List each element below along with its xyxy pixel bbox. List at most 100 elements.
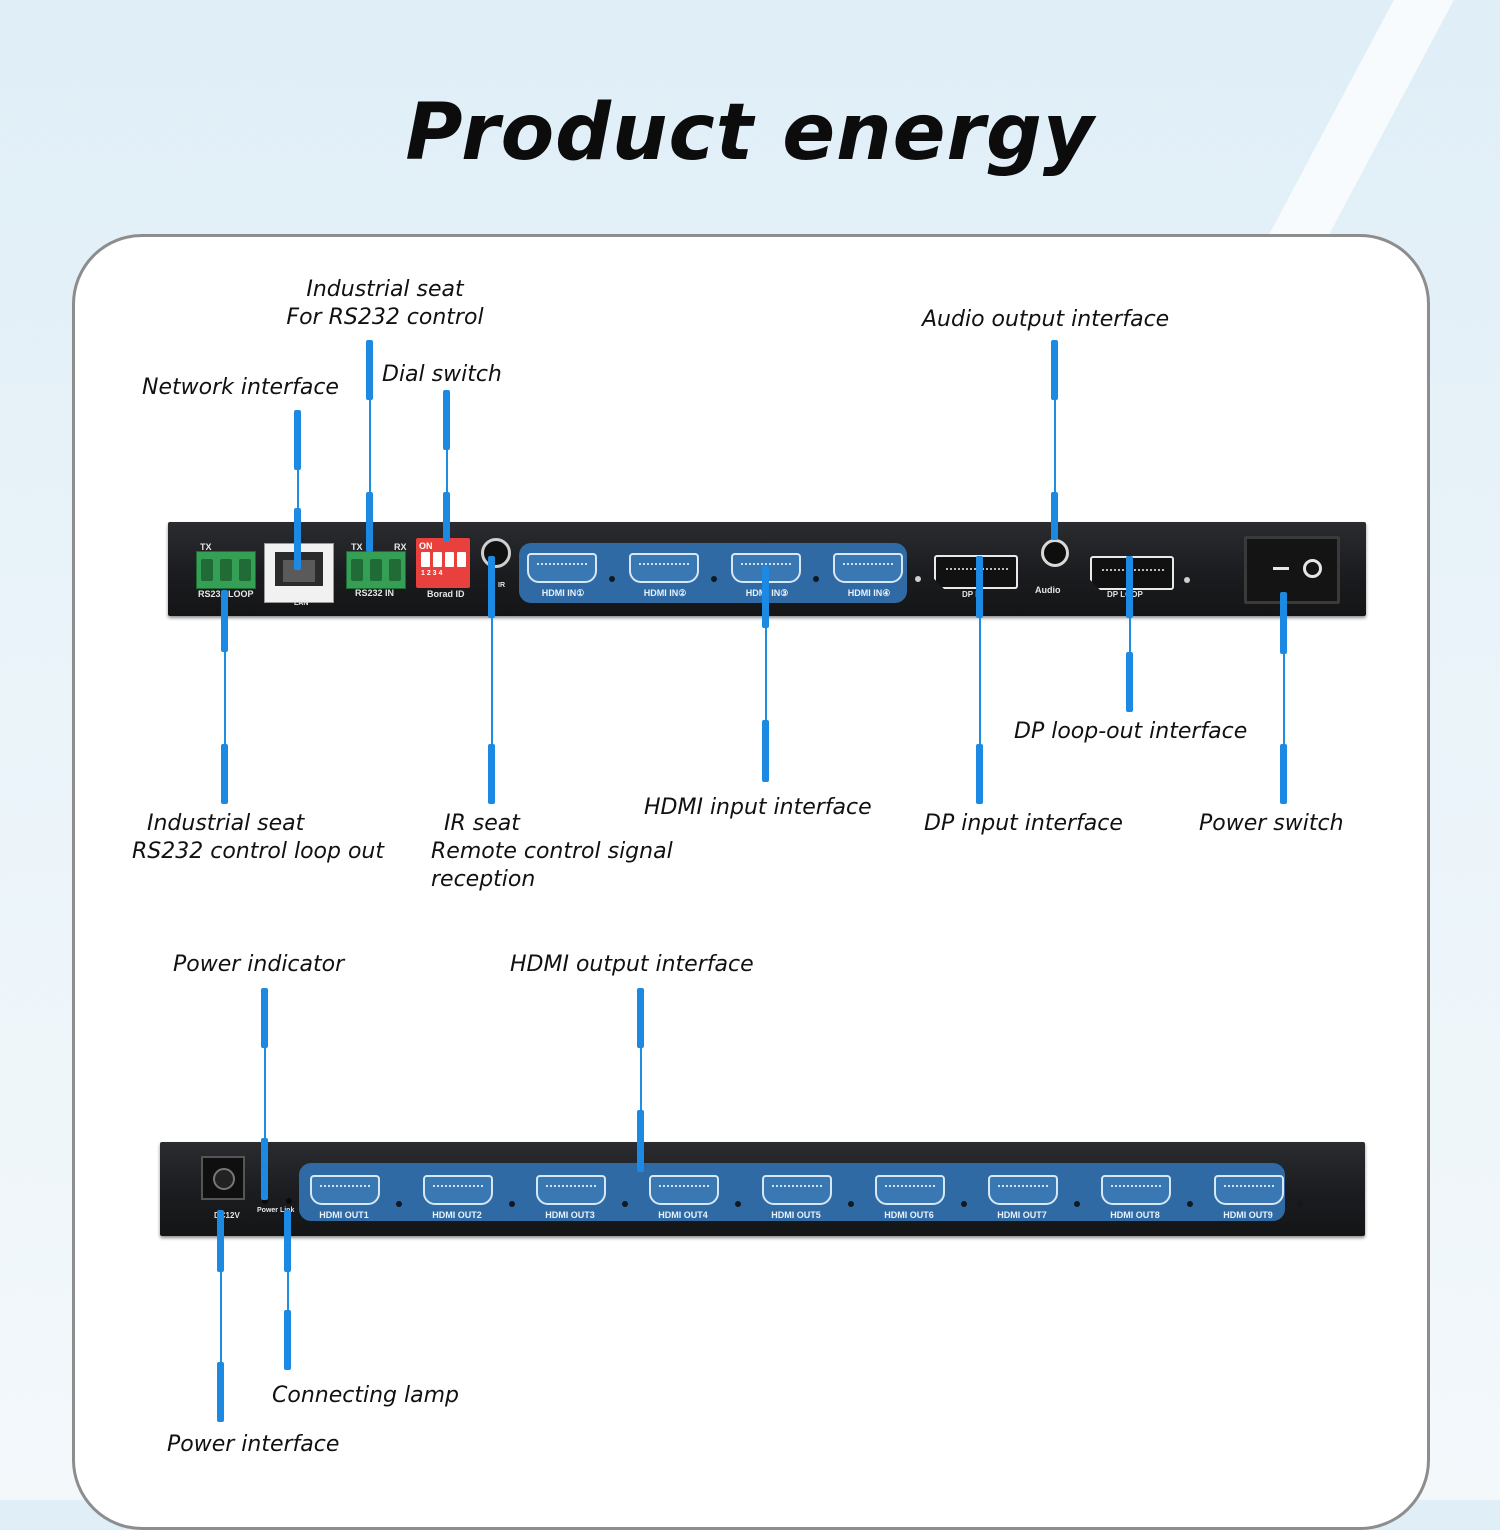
leader-dash (261, 988, 268, 1048)
hdmi-out-label-2: HDMI OUT2 (432, 1210, 482, 1220)
callout-dial-switch: Dial switch (382, 362, 502, 387)
leader-line (1054, 340, 1056, 540)
hdmi-out-label-3: HDMI OUT3 (545, 1210, 595, 1220)
dp-in-label: DP IN (962, 590, 984, 599)
hdmi-out-port-4[interactable] (649, 1175, 719, 1205)
leader-dash (284, 1210, 291, 1272)
leader-dash (762, 720, 769, 782)
leader-dash (217, 1210, 224, 1272)
hdmi-out-port-1[interactable] (310, 1175, 380, 1205)
port-dot (711, 576, 717, 582)
leader-line (640, 988, 642, 1172)
dip-switch[interactable] (416, 538, 470, 588)
callout-power-interface: Power interface (167, 1432, 340, 1457)
callout-hdmi-input: HDMI input interface (644, 795, 872, 820)
leader-dash (1280, 592, 1287, 654)
leader-dash (1280, 744, 1287, 804)
hdmi-out-port-5[interactable] (762, 1175, 832, 1205)
diagram-card (72, 234, 1430, 1530)
port-dot (961, 1201, 967, 1207)
leader-dash (762, 566, 769, 628)
callout-dp-loop-out: DP loop-out interface (1014, 719, 1248, 744)
leader-line (491, 556, 493, 804)
port-dot (396, 1201, 402, 1207)
power-rocker-switch[interactable] (1244, 536, 1340, 604)
leader-dash (637, 988, 644, 1048)
hdmi-out-port-9[interactable] (1214, 1175, 1284, 1205)
port-dot (1184, 577, 1190, 583)
leader-line (446, 390, 448, 542)
leader-dash (294, 410, 301, 470)
leader-dash (261, 1138, 268, 1200)
callout-power-indicator: Power indicator (173, 952, 345, 977)
leader-dash (443, 492, 450, 542)
leader-line (287, 1210, 289, 1370)
audio-label: Audio (1035, 585, 1061, 595)
callout-hdmi-output: HDMI output interface (510, 952, 754, 977)
lan-port (264, 543, 334, 603)
dc-power-jack[interactable] (201, 1156, 245, 1200)
link-led (286, 1198, 292, 1204)
leader-dash (294, 508, 301, 570)
hdmi-out-label-5: HDMI OUT5 (771, 1210, 821, 1220)
hdmi-in-label-1: HDMI IN① (541, 588, 585, 598)
ir-receiver (481, 538, 511, 568)
hdmi-in-port-2[interactable] (629, 553, 699, 583)
dp-loop-label: DP LOOP (1107, 590, 1143, 599)
hdmi-in-port-4[interactable] (833, 553, 903, 583)
hdmi-out-label-9: HDMI OUT9 (1223, 1210, 1273, 1220)
leader-dash (637, 1110, 644, 1172)
leader-dash (488, 744, 495, 804)
callout-rs232-control: Industrial seat For RS232 control (286, 277, 484, 330)
rs232-loop-terminal (196, 551, 256, 589)
hdmi-out-port-3[interactable] (536, 1175, 606, 1205)
dc-label: DC12V (214, 1211, 240, 1220)
power-led (262, 1198, 268, 1204)
callout-connecting-lamp: Connecting lamp (272, 1383, 459, 1408)
page-title: Product energy (405, 88, 1095, 178)
leader-dash (488, 556, 495, 618)
rx-label: RX (394, 542, 407, 552)
leader-line (264, 988, 266, 1200)
tx-label: TX (351, 542, 363, 552)
leader-line (765, 566, 767, 782)
hdmi-out-port-2[interactable] (423, 1175, 493, 1205)
leader-line (1129, 556, 1131, 712)
board-id-label: Borad ID (427, 589, 465, 599)
leader-dash (1126, 556, 1133, 618)
dip-numbers: 1 2 3 4 (421, 570, 443, 577)
leader-dash (366, 340, 373, 400)
hdmi-out-port-6[interactable] (875, 1175, 945, 1205)
hdmi-out-label-4: HDMI OUT4 (658, 1210, 708, 1220)
hdmi-out-label-1: HDMI OUT1 (319, 1210, 369, 1220)
hdmi-out-port-7[interactable] (988, 1175, 1058, 1205)
port-dot (622, 1201, 628, 1207)
rs232-in-label: RS232 IN (355, 588, 395, 598)
leader-dash (366, 492, 373, 552)
hdmi-in-label-2: HDMI IN② (643, 588, 687, 598)
hdmi-out-port-8[interactable] (1101, 1175, 1171, 1205)
hdmi-in-label-4: HDMI IN④ (847, 588, 891, 598)
hdmi-out-label-8: HDMI OUT8 (1110, 1210, 1160, 1220)
hdmi-out-label-6: HDMI OUT6 (884, 1210, 934, 1220)
callout-power-switch: Power switch (1199, 811, 1344, 836)
leader-line (297, 410, 299, 570)
leader-line (224, 590, 226, 804)
port-dot (1297, 1201, 1303, 1207)
leader-line (369, 340, 371, 552)
port-dot (735, 1201, 741, 1207)
callout-ir-seat: IR seat Remote control signal reception (431, 811, 673, 892)
hdmi-in-port-1[interactable] (527, 553, 597, 583)
power-link-label: Power Link (257, 1207, 295, 1214)
callout-dp-input: DP input interface (924, 811, 1123, 836)
leader-dash (1126, 652, 1133, 712)
leader-dash (221, 744, 228, 804)
port-dot (848, 1201, 854, 1207)
rs232-in-terminal (346, 551, 406, 589)
audio-jack[interactable] (1041, 539, 1069, 567)
leader-dash (443, 390, 450, 450)
dip-on-label: ON (419, 541, 433, 551)
port-dot (509, 1201, 515, 1207)
leader-dash (217, 1362, 224, 1422)
leader-line (979, 556, 981, 804)
